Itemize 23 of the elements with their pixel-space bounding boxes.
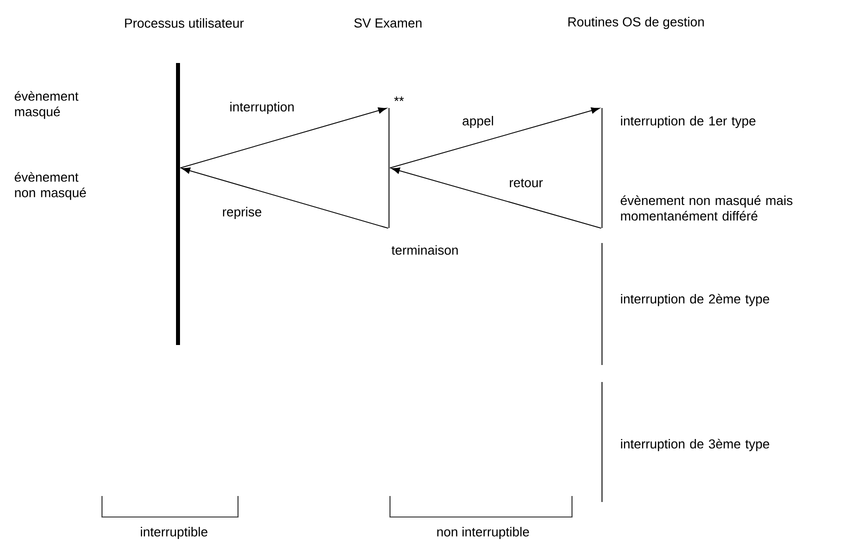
type-text: interruption de 1er type (621, 116, 756, 128)
arrow (391, 168, 602, 229)
arrow (180, 107, 387, 168)
arrow (182, 168, 389, 229)
edge-label: reprise (221, 206, 263, 220)
edge-label: interruption (228, 100, 296, 116)
header-text: SV Examen (354, 18, 422, 28)
edge-label: appel (461, 114, 495, 130)
event-text: évènement non masqué (14, 172, 86, 200)
asterisk-mark: ** (394, 96, 404, 102)
timeline-bar (388, 108, 390, 228)
event-text: évènement masqué (14, 91, 78, 119)
bracket-label: non interruptible (437, 526, 529, 540)
timeline-bar (601, 108, 603, 228)
bracket-label: interruptible (140, 526, 208, 540)
note-text: terminaison (392, 245, 458, 255)
header-text: Routines OS de gestion (568, 16, 704, 30)
type-text: évènement non masqué mais momentanément différé (620, 195, 792, 221)
edge-label: retour (508, 178, 544, 188)
type-text: interruption de 3ème type (621, 438, 770, 452)
type-text: interruption de 2ème type (621, 294, 770, 306)
header-text: Processus utilisateur (125, 18, 244, 28)
arrow (389, 107, 600, 168)
